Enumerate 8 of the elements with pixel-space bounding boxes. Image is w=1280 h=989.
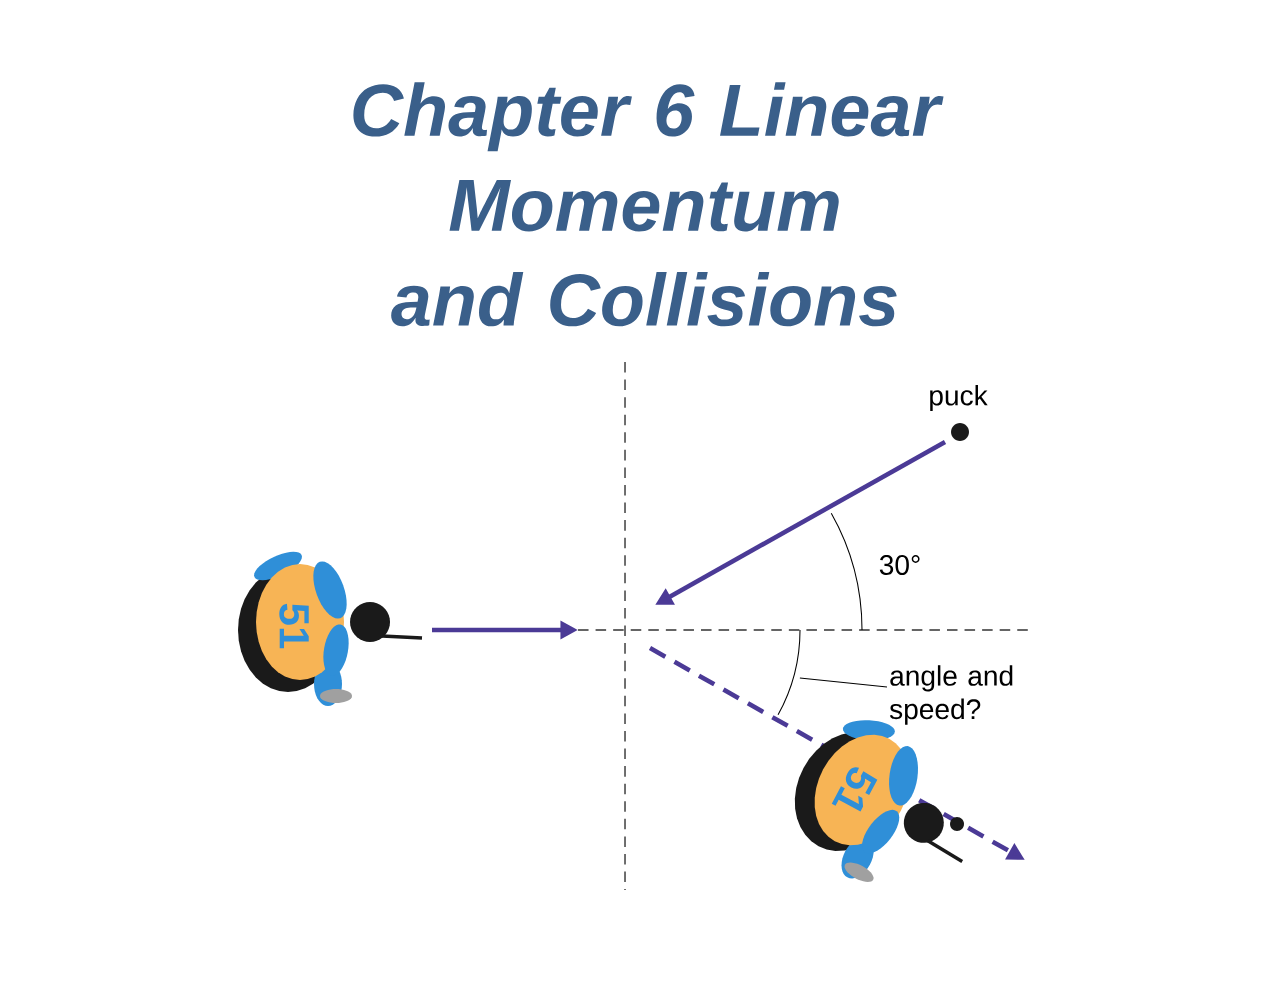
angle-label: 30° (879, 555, 920, 575)
title: Chapter 6 Linear Momentum and Collisions (353, 82, 944, 327)
jersey-number: 51 (279, 603, 309, 649)
angle-arc (777, 629, 801, 716)
jersey-number: 51 (831, 767, 878, 812)
callout-text: angle and speed? (889, 665, 1013, 725)
label: puck (930, 384, 988, 412)
leader-line (799, 677, 888, 688)
